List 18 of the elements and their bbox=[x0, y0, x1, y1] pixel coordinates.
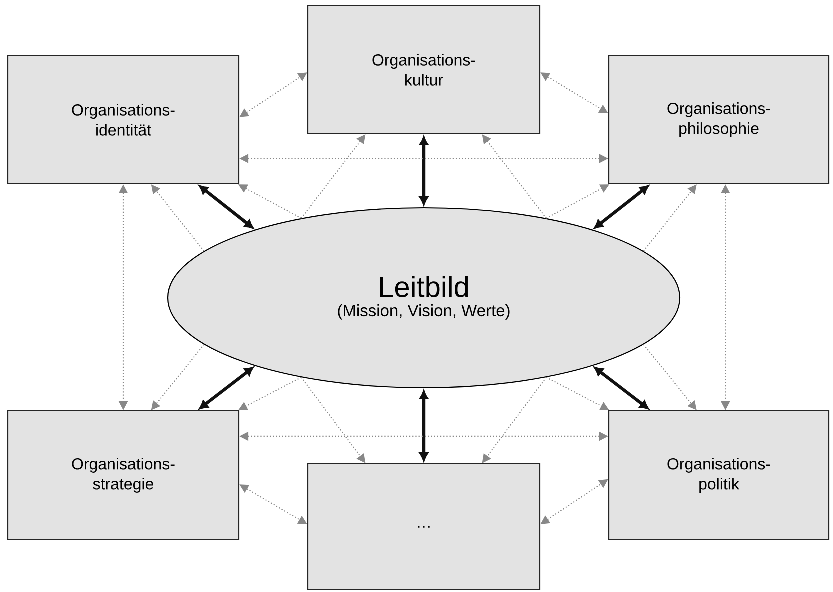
process-box: Organisations- strategie bbox=[7, 410, 240, 541]
process-box: Organisations- kultur bbox=[307, 5, 541, 135]
process-box: … bbox=[307, 463, 541, 591]
arrow bbox=[643, 184, 697, 252]
arrow bbox=[482, 377, 547, 464]
process-box: Organisations- politik bbox=[608, 410, 830, 541]
arrow bbox=[420, 136, 428, 206]
arrow bbox=[420, 390, 428, 462]
arrow bbox=[199, 186, 254, 229]
arrow bbox=[643, 344, 697, 410]
arrow bbox=[594, 186, 649, 229]
arrow bbox=[301, 377, 366, 464]
process-box: Organisations- identität bbox=[7, 55, 240, 185]
process-box: Organisations- philosophie bbox=[608, 55, 830, 185]
arrow bbox=[482, 134, 547, 219]
arrow bbox=[199, 367, 254, 410]
arrow bbox=[594, 367, 649, 410]
arrow bbox=[301, 134, 366, 219]
